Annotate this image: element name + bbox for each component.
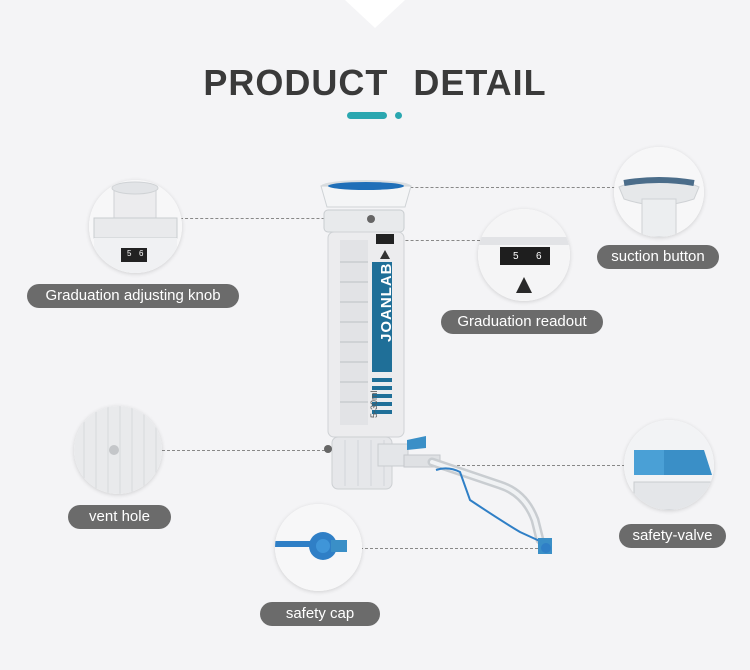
knob-readout-right: 6 — [139, 249, 144, 258]
bubble-adjusting-knob: 5 6 — [89, 180, 182, 273]
leader-adjusting-knob — [180, 218, 370, 219]
leader-vent-hole — [162, 450, 330, 451]
bubble-safety-valve — [624, 420, 714, 510]
bubble-readout: 5 6 — [478, 209, 570, 301]
model-unit: ml — [369, 390, 379, 400]
bubble-safety-cap — [275, 504, 362, 591]
bubble-suction-button — [614, 147, 704, 237]
title-accent-dot — [395, 112, 402, 119]
top-notch — [345, 0, 405, 28]
label-suction-button: suction button — [597, 245, 719, 269]
readout-left: 5 — [513, 251, 519, 262]
label-safety-cap: safety cap — [260, 602, 380, 626]
leader-safety-valve — [432, 465, 625, 466]
label-graduation-readout: Graduation readout — [441, 310, 603, 334]
leader-readout — [385, 240, 480, 241]
readout-right: 6 — [536, 251, 542, 262]
model-label: 5-30ml — [369, 390, 379, 418]
label-adjusting-knob: Graduation adjusting knob — [27, 284, 239, 308]
bubble-vent-hole — [74, 406, 162, 494]
leader-suction-button — [370, 187, 615, 188]
knob-readout-left: 5 — [127, 249, 132, 258]
label-safety-valve: safety-valve — [619, 524, 726, 548]
leader-safety-cap — [360, 548, 543, 549]
brand-label: JOANLAB — [378, 262, 395, 342]
page-title: PRODUCT DETAIL — [203, 62, 547, 103]
model-number: 5-30 — [369, 399, 379, 418]
label-vent-hole: vent hole — [68, 505, 171, 529]
title-accent-bar — [347, 112, 387, 119]
